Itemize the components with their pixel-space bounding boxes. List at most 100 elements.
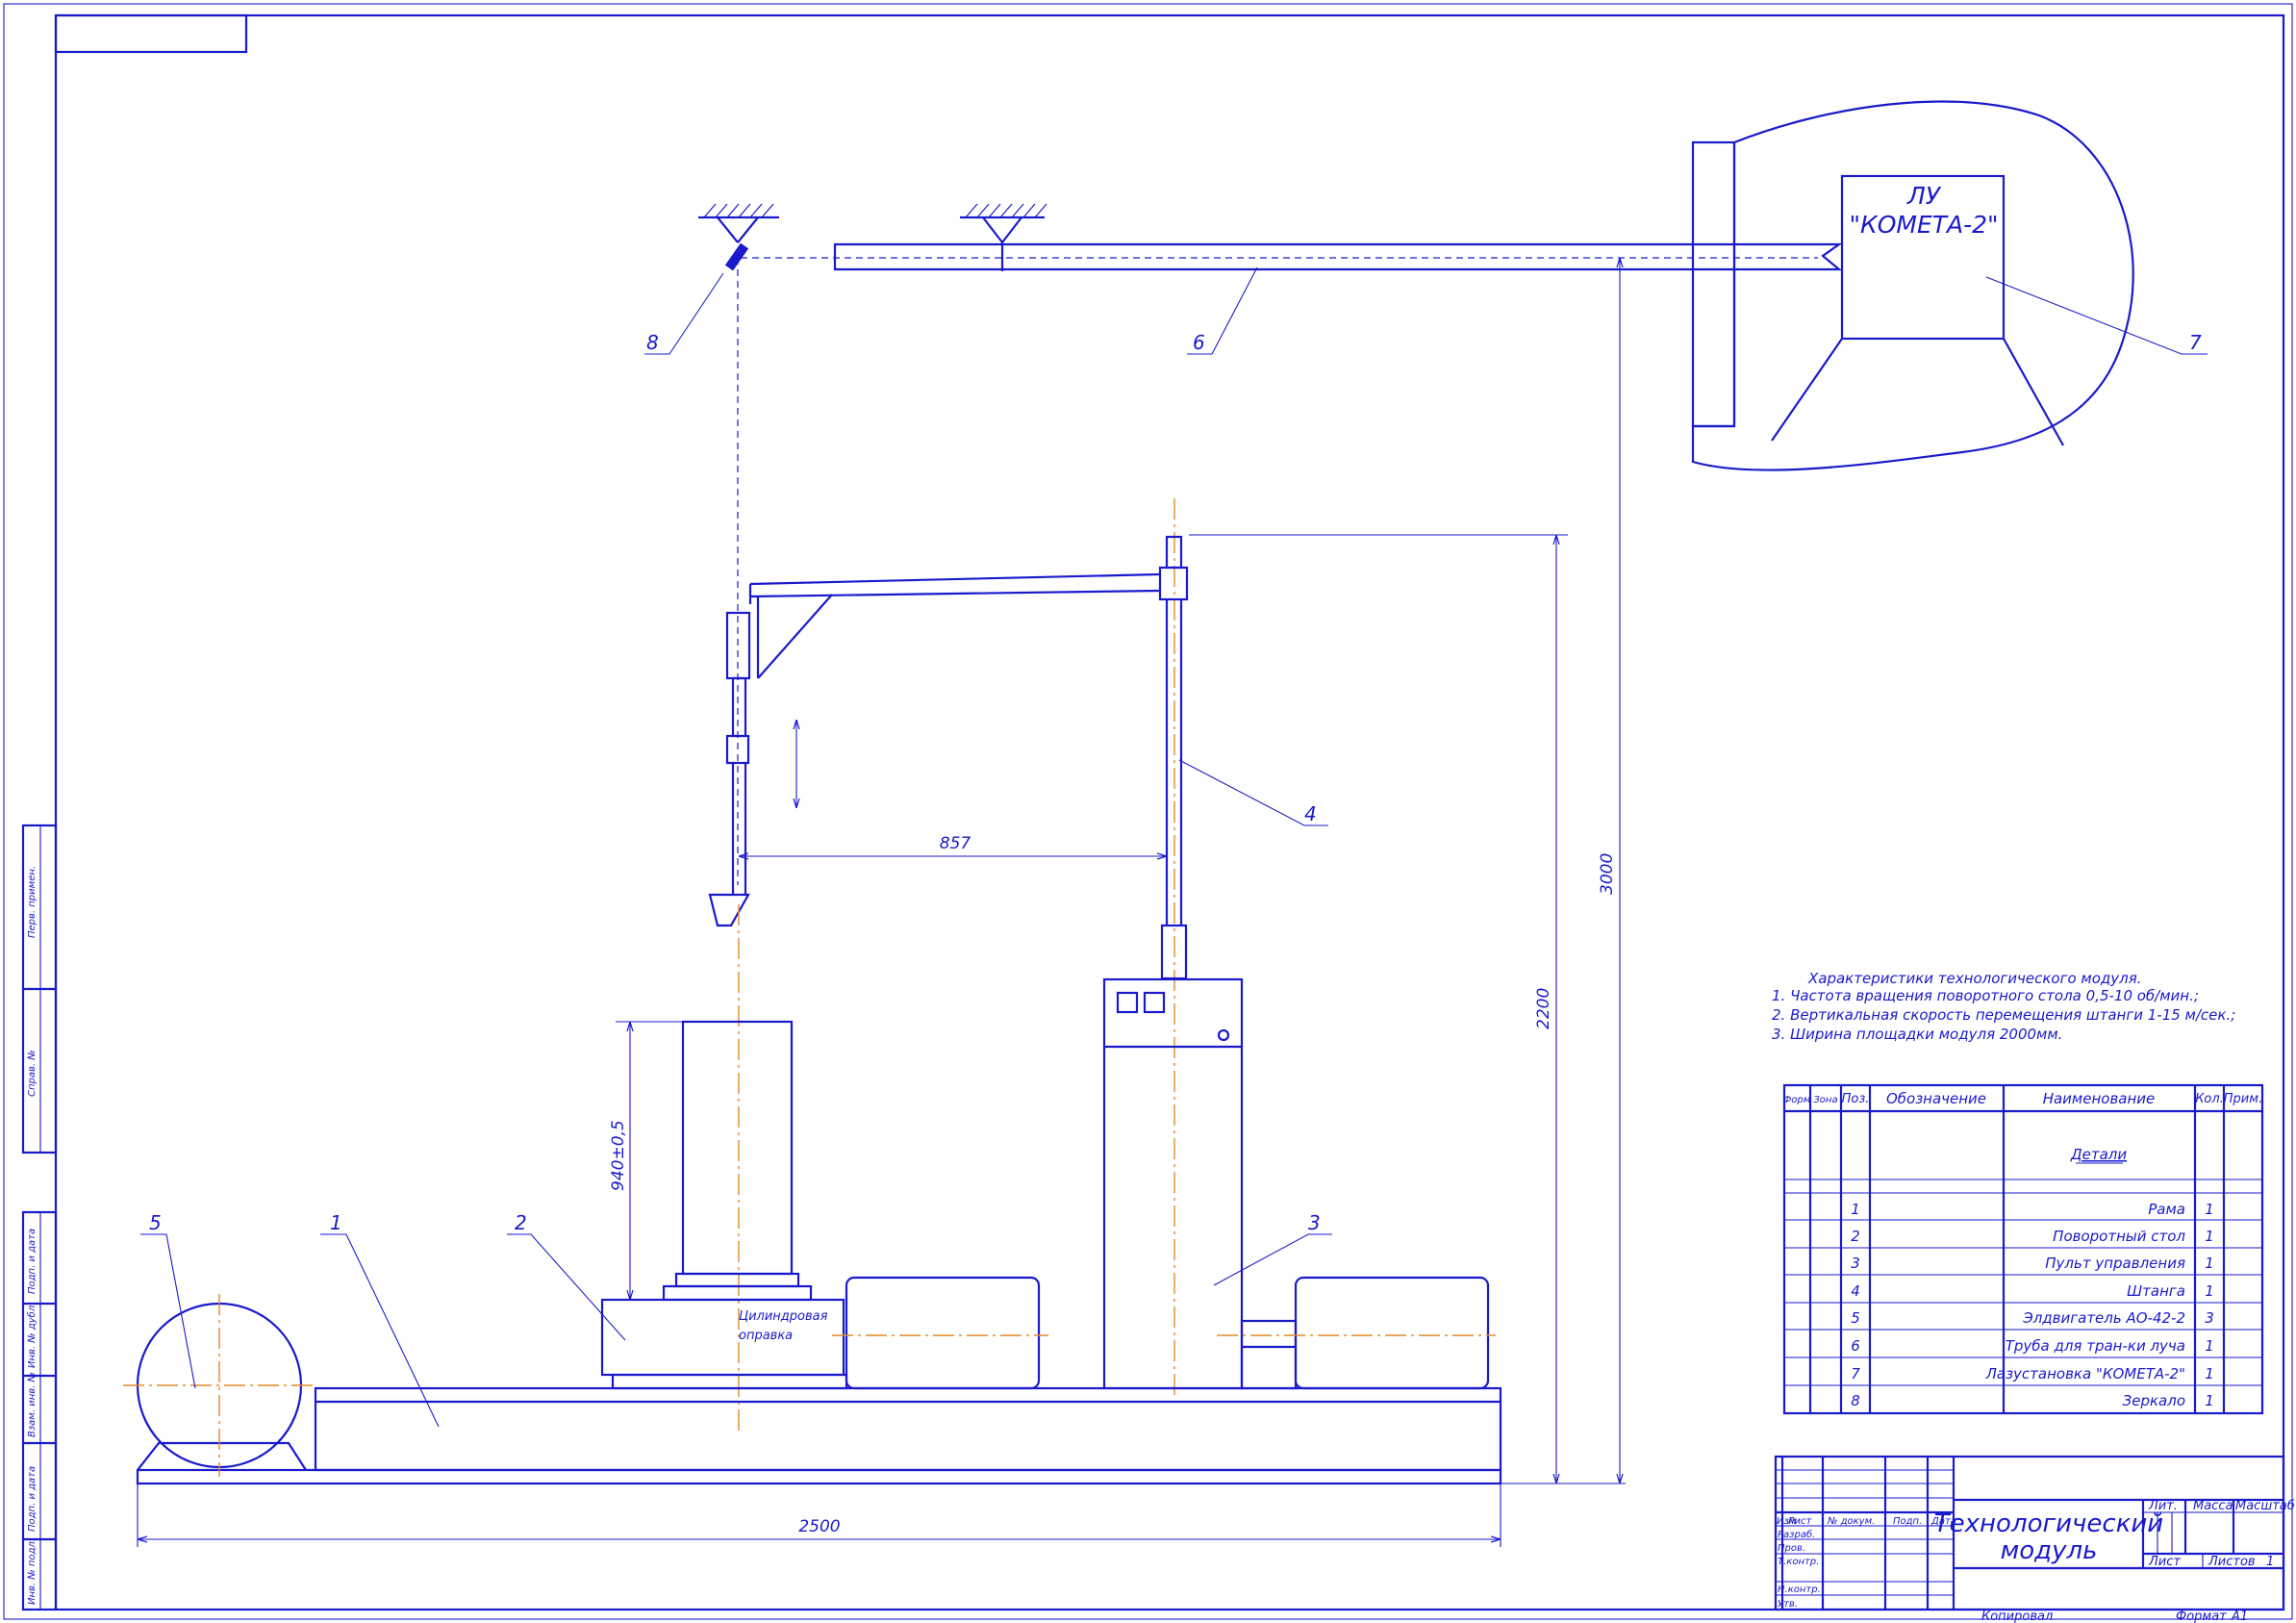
mandrel-note-2: оправка — [739, 1329, 793, 1343]
spec-row: 1 Рама 1 — [1851, 1201, 2214, 1218]
callout-2: 2 — [515, 1211, 527, 1234]
stamp-inv-dubl: Инв. № дубл. — [26, 1303, 38, 1368]
margin-stamps: Перв. примен. Справ. № Подп. и дата Инв.… — [21, 824, 58, 1611]
spec-row-name: Пульт управления — [2045, 1255, 2185, 1272]
spec-header-note: Прим. — [2224, 1092, 2262, 1106]
tb-scale: Масштаб — [2235, 1499, 2295, 1513]
spec-row: 3 Пульт управления 1 — [1851, 1255, 2214, 1272]
spec-row-qty: 1 — [2205, 1282, 2214, 1300]
tb-format-value: А1 — [2231, 1610, 2248, 1623]
tb-col-doc: № докум. — [1827, 1516, 1875, 1527]
spec-row-name: Лазустановка "КОМЕТА-2" — [1985, 1365, 2185, 1382]
tb-format: Формат — [2176, 1610, 2227, 1623]
callout-3: 3 — [1308, 1211, 1321, 1234]
spec-row-pos: 2 — [1851, 1228, 1860, 1245]
tb-col-list: Лист — [1786, 1516, 1813, 1527]
callout-1: 1 — [330, 1211, 342, 1234]
spec-header-form: Форм — [1783, 1095, 1811, 1105]
beam-tube — [698, 203, 1843, 885]
characteristics-item-3: 3. Ширина площадки модуля 2000мм. — [1772, 1026, 2062, 1043]
tb-row-nkontr: Н.контр. — [1778, 1585, 1821, 1595]
spec-row-name: Поворотный стол — [2053, 1228, 2185, 1245]
tb-row-tkontr: Т.контр. — [1778, 1557, 1819, 1567]
spec-row-name: Рама — [2148, 1201, 2185, 1218]
tb-col-podp: Подп. — [1893, 1516, 1922, 1527]
spec-row-qty: 1 — [2205, 1255, 2214, 1272]
control-panel — [1102, 977, 1496, 1390]
spec-row: 4 Штанга 1 — [1851, 1282, 2214, 1300]
spec-header-pos: Поз. — [1842, 1092, 1870, 1106]
dim-beam-height: 3000 — [1598, 853, 1617, 895]
spec-row-pos: 3 — [1851, 1255, 1860, 1272]
title-block: Изм Лист № докум. Подп. Дата Разраб. Про… — [1774, 1455, 2295, 1623]
spec-header-qty: Кол. — [2195, 1092, 2224, 1106]
callout-7: 7 — [2189, 331, 2202, 354]
dim-rod-height: 2200 — [1534, 988, 1553, 1029]
laser-unit: ЛУ "КОМЕТА-2" — [1691, 100, 2134, 471]
spec-row-pos: 8 — [1851, 1392, 1860, 1409]
base-frame — [136, 1386, 1502, 1485]
spec-row-pos: 7 — [1851, 1365, 1860, 1382]
spec-row-pos: 4 — [1851, 1282, 1860, 1300]
rod-assembly — [708, 498, 1189, 1433]
dim-base-length: 2500 — [798, 1517, 840, 1536]
characteristics-title: Характеристики технологического модуля. — [1807, 970, 2142, 987]
characteristics: Характеристики технологического модуля. … — [1772, 970, 2235, 1043]
spec-row-pos: 5 — [1851, 1309, 1860, 1327]
callout-6: 6 — [1193, 331, 1205, 354]
tb-lit: Лит. — [2148, 1499, 2178, 1513]
tb-title-line2: модуль — [2001, 1536, 2098, 1565]
rotary-table: Цилиндровая оправка — [600, 1020, 1048, 1390]
spec-row: 2 Поворотный стол 1 — [1851, 1228, 2214, 1245]
laser-unit-label-2: "КОМЕТА-2" — [1849, 211, 1998, 239]
stamp-podp-data-1: Подп. и дата — [27, 1229, 38, 1294]
spec-header-designation: Обозначение — [1886, 1090, 1986, 1107]
spec-row-qty: 1 — [2205, 1392, 2214, 1409]
dim-arm-reach: 857 — [940, 834, 971, 853]
tb-mass: Масса — [2193, 1499, 2233, 1513]
spec-row: 8 Зеркало 1 — [1851, 1392, 2214, 1409]
characteristics-item-2: 2. Вертикальная скорость перемещения шта… — [1772, 1006, 2235, 1024]
spec-row-qty: 3 — [2205, 1309, 2214, 1327]
tb-copied: Копировал — [1981, 1610, 2053, 1623]
motor — [123, 1294, 317, 1477]
spec-row-qty: 1 — [2205, 1228, 2214, 1245]
stamp-perv-primen: Перв. примен. — [27, 866, 38, 938]
spec-table: Форм Зона Поз. Обозначение Наименование … — [1783, 1083, 2264, 1415]
tb-row-prov: Пров. — [1778, 1543, 1805, 1554]
spec-row-name: Труба для тран-ки луча — [2006, 1337, 2185, 1355]
spec-row: 6 Труба для тран-ки луча 1 — [1851, 1337, 2214, 1355]
tb-sheet: Лист — [2148, 1555, 2181, 1569]
stamp-sprav: Справ. № — [27, 1050, 38, 1097]
stamp-podp-data-2: Подп. и дата — [27, 1466, 38, 1532]
spec-row-name: Элдвигатель АО-42-2 — [2022, 1309, 2185, 1327]
tb-sheets: Листов — [2208, 1555, 2256, 1569]
dim-table-height: 940±0,5 — [609, 1120, 628, 1191]
tb-sheets-count: 1 — [2266, 1555, 2274, 1569]
tb-title-line1: Технологический — [1934, 1509, 2163, 1538]
callout-4: 4 — [1304, 802, 1317, 825]
tb-row-razrab: Разраб. — [1778, 1529, 1815, 1540]
tb-row-utv: Утв. — [1778, 1599, 1798, 1610]
laser-unit-label-1: ЛУ — [1906, 182, 1942, 210]
callout-5: 5 — [149, 1211, 162, 1234]
spec-row-name: Зеркало — [2123, 1392, 2185, 1409]
mandrel-note-1: Цилиндровая — [739, 1309, 828, 1324]
dimensions: 857 940±0,5 2200 3000 2500 — [137, 258, 1626, 1547]
spec-row-pos: 1 — [1851, 1201, 1860, 1218]
characteristics-item-1: 1. Частота вращения поворотного стола 0,… — [1772, 987, 2199, 1004]
spec-row: 5 Элдвигатель АО-42-2 3 — [1851, 1309, 2214, 1327]
callout-8: 8 — [646, 331, 659, 354]
stamp-vzam-inv: Взам. инв. № — [27, 1372, 38, 1437]
callouts: 5 1 2 3 4 6 7 8 — [140, 266, 2208, 1428]
sheet-frame — [3, 3, 2293, 1620]
spec-row-qty: 1 — [2205, 1201, 2214, 1218]
spec-section-title: Детали — [2070, 1146, 2127, 1163]
spec-row-pos: 6 — [1851, 1337, 1860, 1355]
tb-col-date: Дата — [1930, 1516, 1956, 1527]
spec-row-qty: 1 — [2205, 1365, 2214, 1382]
spec-header-name: Наименование — [2043, 1090, 2156, 1107]
spec-row-name: Штанга — [2127, 1282, 2185, 1300]
spec-row-qty: 1 — [2205, 1337, 2214, 1355]
